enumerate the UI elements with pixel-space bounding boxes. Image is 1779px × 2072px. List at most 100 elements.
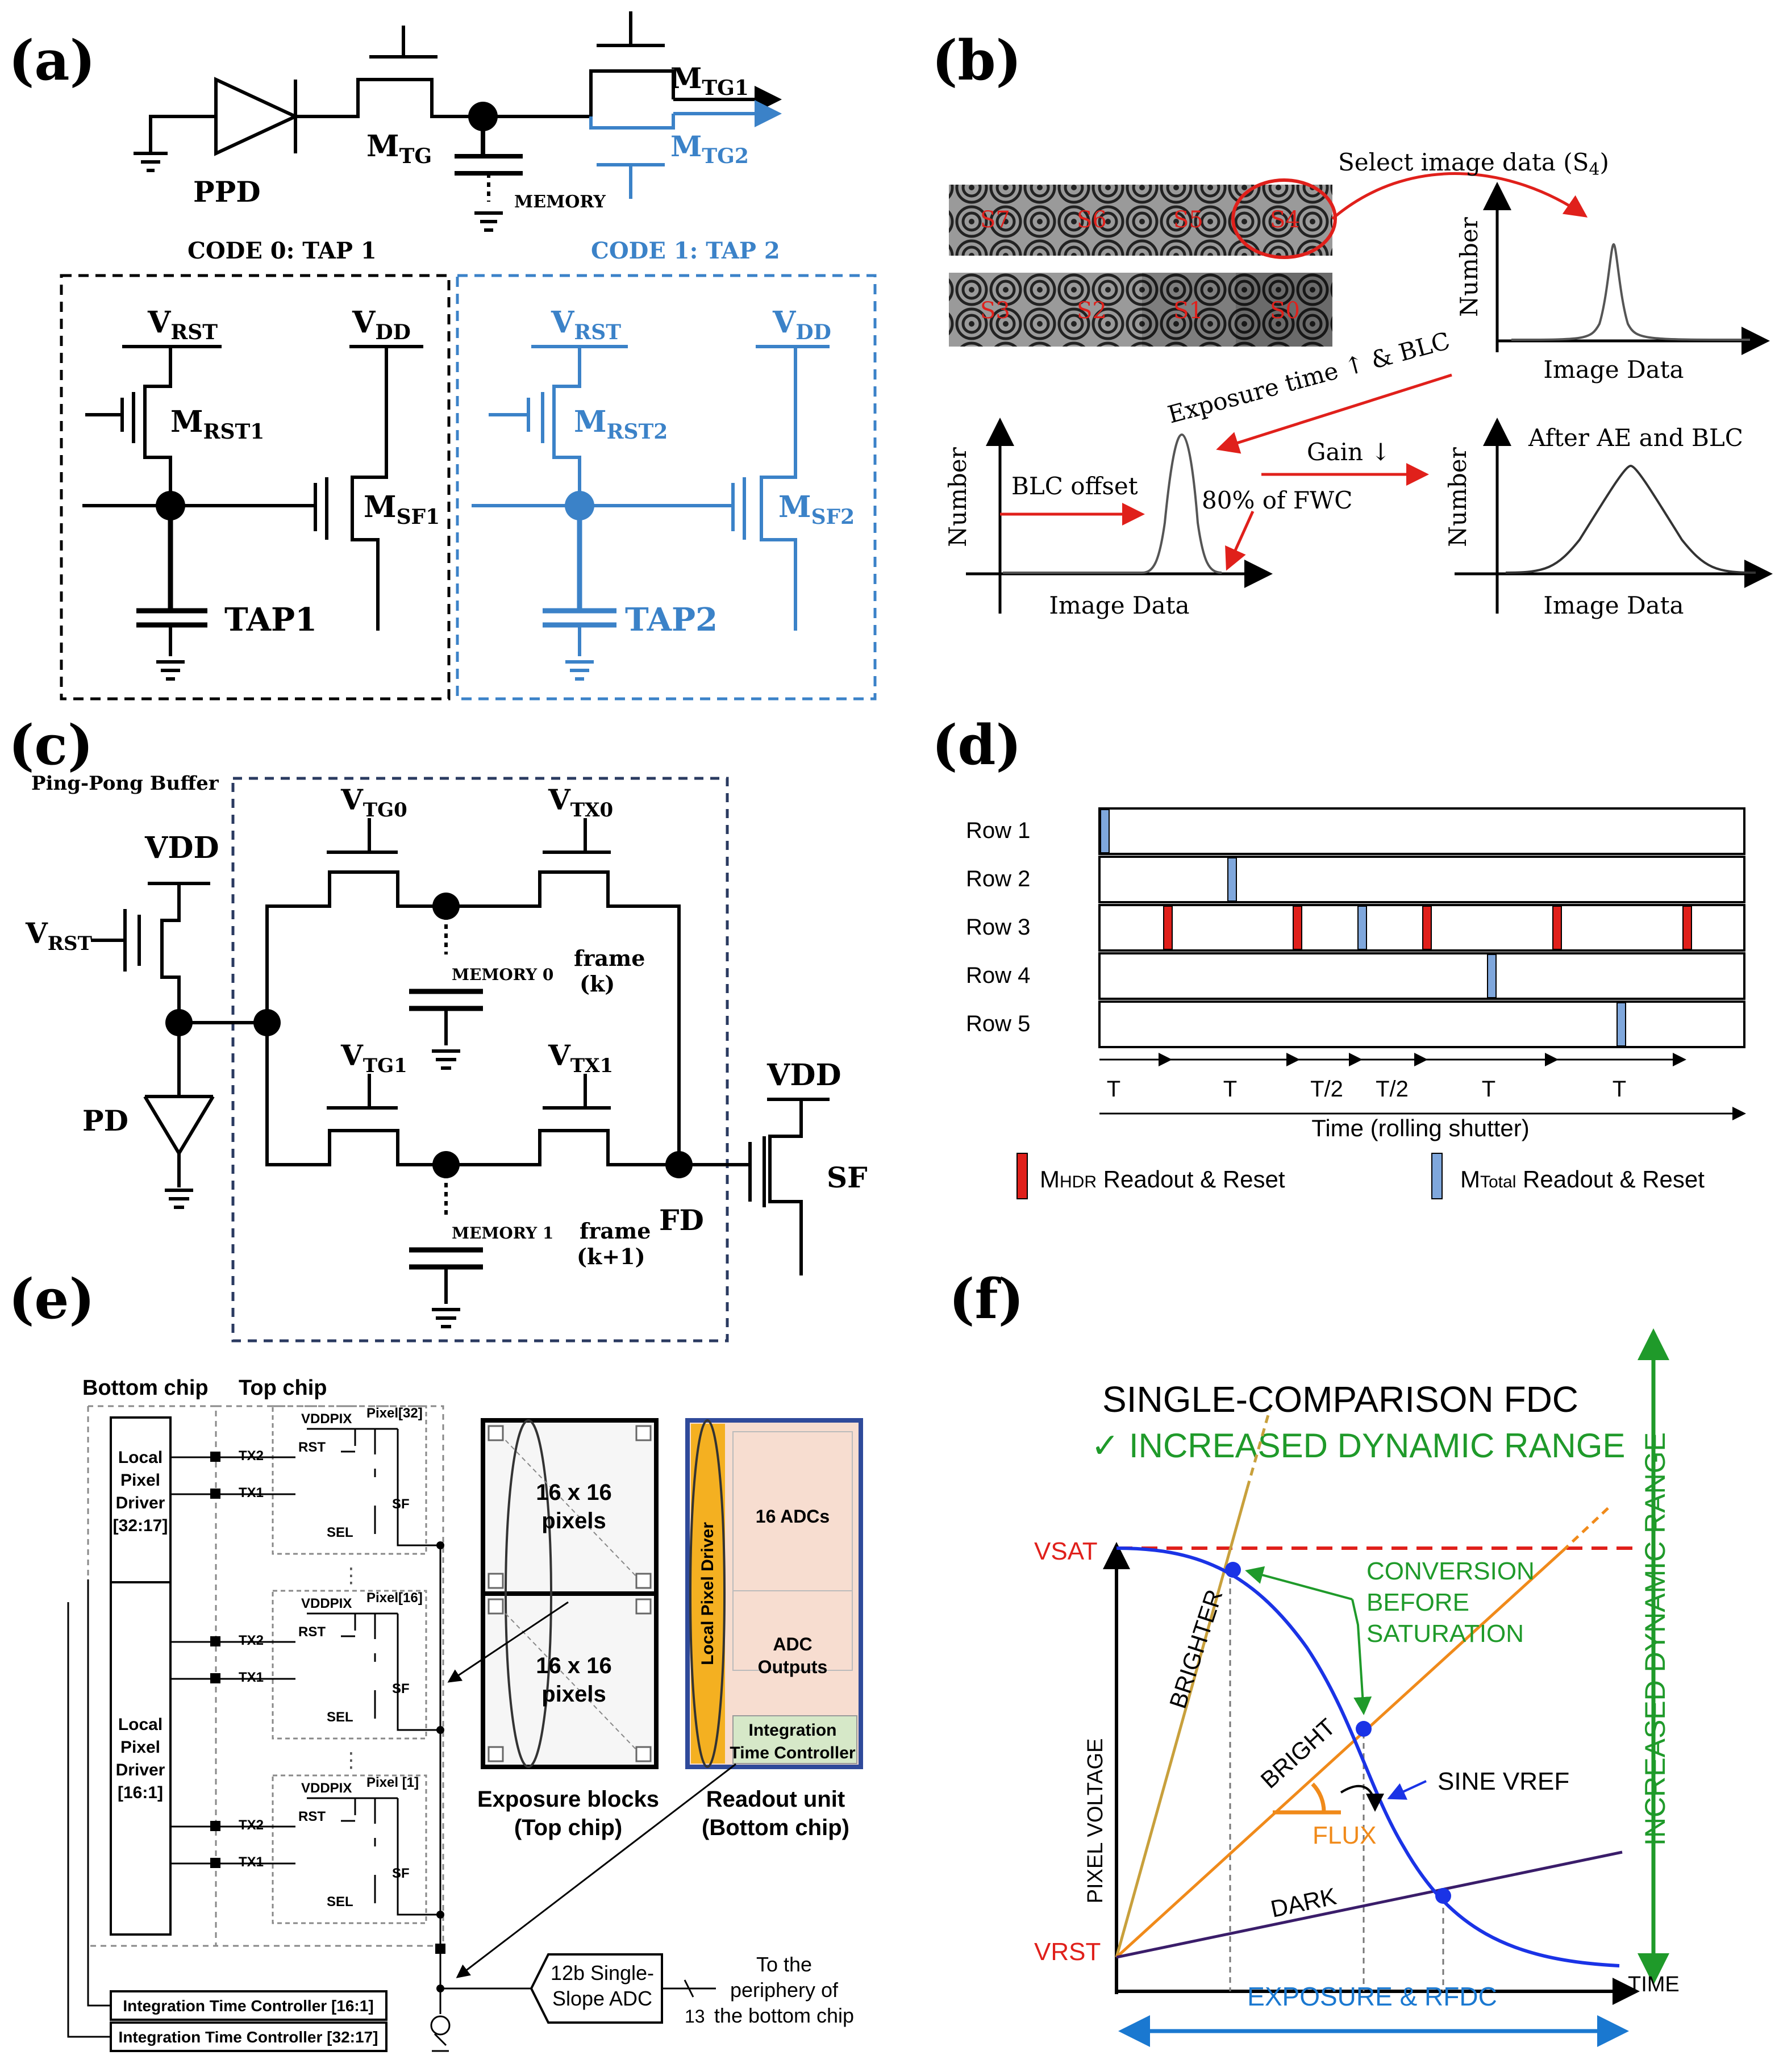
panel-label-c: (c) <box>9 713 93 777</box>
sf-label-e: SF <box>392 1681 410 1696</box>
ellipsis: ⋮ <box>341 1748 361 1771</box>
legend-total-label: MTotal Readout & Reset <box>1460 1166 1705 1193</box>
panel-label-a: (a) <box>9 28 95 93</box>
lpd2-line: Driver <box>116 1761 165 1779</box>
vtx1-label: VTX1 <box>548 1039 613 1077</box>
hdr-marker <box>1552 906 1562 950</box>
sample-s6: S6 <box>1077 207 1107 233</box>
pixel-32-label: Pixel[32] <box>366 1406 423 1421</box>
lpd-16-1 <box>110 1581 172 1936</box>
sf-label-e: SF <box>392 1496 410 1512</box>
sf-label: SF <box>827 1161 868 1194</box>
row-1-bar <box>1098 807 1745 855</box>
row-5-bar <box>1098 1000 1745 1048</box>
adc-out-label: Outputs <box>758 1657 828 1677</box>
fd-label: FD <box>659 1203 704 1237</box>
mtg1-label: MTG1 <box>670 61 749 100</box>
panel-d: (d) Row 1 Row 2 Row 3 Row 4 Row 5 <box>932 713 1746 1199</box>
rst-label: RST <box>298 1440 326 1455</box>
panel-label-e: (e) <box>9 1267 95 1331</box>
code1-label: CODE 1: TAP 2 <box>591 237 780 264</box>
segment-label: T/2 <box>1310 1077 1343 1102</box>
sample-s0: S0 <box>1270 298 1300 324</box>
row-4-bar <box>1098 952 1745 1000</box>
lpd1-line: [32:17] <box>113 1516 168 1535</box>
lpd-vertical-label: Local Pixel Driver <box>698 1522 717 1665</box>
itc-16-1 <box>110 1990 388 2021</box>
conversion-line: CONVERSION <box>1366 1557 1535 1585</box>
itc-box-label: Integration <box>749 1721 837 1740</box>
panel-a: (a) PPD MTG MEMORY MTG1 MTG2 CODE 0: T <box>9 11 877 701</box>
tx2-label: TX2 <box>239 1633 264 1648</box>
row-bars <box>1098 807 1745 1048</box>
vrst2-label: VRST <box>551 305 621 344</box>
frame-k1-sub: (k+1) <box>577 1244 645 1269</box>
c-vdd2-label: VDD <box>766 1058 841 1093</box>
adc-line: 12b Single- <box>551 1961 654 1985</box>
readout-markers <box>1100 809 1692 1047</box>
bright-label: BRIGHT <box>1256 1714 1340 1794</box>
vddpix-label: VDDPIX <box>301 1411 352 1427</box>
memory-label: MEMORY <box>514 192 606 212</box>
code0-label: CODE 0: TAP 1 <box>188 237 377 264</box>
itc2-label: Integration Time Controller [32:17] <box>119 2028 378 2046</box>
sample-s5: S5 <box>1173 207 1203 233</box>
c-vdd-label: VDD <box>144 831 219 865</box>
legend-total-swatch <box>1431 1153 1443 1199</box>
vddpix-label: VDDPIX <box>301 1781 352 1796</box>
tx1-label: TX1 <box>239 1854 264 1870</box>
time-segments: T T T/2 T/2 T T <box>1107 1077 1626 1102</box>
periphery-line: To the <box>756 1953 812 1976</box>
top-chip-label: Top chip <box>239 1376 327 1400</box>
memory0-label: MEMORY 0 <box>452 965 553 984</box>
segment-label: T/2 <box>1376 1077 1409 1102</box>
rst-label: RST <box>298 1624 326 1640</box>
total-marker <box>1616 1002 1626 1047</box>
lpd2-line: [16:1] <box>118 1783 163 1802</box>
tap2-label: TAP2 <box>625 601 718 639</box>
vtg1-label: VTG1 <box>340 1039 407 1077</box>
hdr-marker <box>1163 906 1173 950</box>
readout-caption: (Bottom chip) <box>702 1815 849 1840</box>
row-1-label: Row 1 <box>966 818 1030 843</box>
image-data-label-2: Image Data <box>1049 591 1189 619</box>
frame-k-sub: (k) <box>580 971 615 997</box>
rst-label: RST <box>298 1809 326 1824</box>
lpd2-line: Local <box>118 1715 163 1734</box>
pingpong-label: Ping-Pong Buffer <box>31 772 219 795</box>
hdr-marker <box>1682 906 1692 950</box>
itc-32-17 <box>110 2021 388 2052</box>
time-axis-label: Time (rolling shutter) <box>1311 1115 1530 1141</box>
periphery-line: periphery of <box>730 1978 839 2002</box>
sample-strip-top <box>949 185 1332 256</box>
row-2-bar <box>1098 856 1745 903</box>
panel-label-b: (b) <box>932 28 1022 93</box>
adc-line: Slope ADC <box>552 1987 652 2010</box>
row-2-label: Row 2 <box>966 866 1030 891</box>
readout-caption: Readout unit <box>706 1787 845 1812</box>
number-label-3: Number <box>1444 447 1472 547</box>
vtg0-label: VTG0 <box>340 783 407 822</box>
vrst-label: VRST <box>1034 1938 1101 1966</box>
hdr-marker <box>1422 906 1432 950</box>
row-5-label: Row 5 <box>966 1011 1030 1036</box>
tap1-label: TAP1 <box>224 601 317 639</box>
itc-box-label: Time Controller <box>730 1744 855 1762</box>
sample-labels: S7 S6 S5 S4 S3 S2 S1 S0 <box>980 207 1300 324</box>
vddpix-label: VDDPIX <box>301 1596 352 1611</box>
adc-out-label: ADC <box>773 1634 812 1654</box>
panel-label-d: (d) <box>932 713 1022 777</box>
panel-label-f: (f) <box>949 1267 1024 1331</box>
pixel-16-label: Pixel[16] <box>366 1590 423 1606</box>
exposure-blocks-caption: (Top chip) <box>514 1815 622 1840</box>
pixel-1-label: Pixel [1] <box>366 1775 419 1790</box>
frame-k1-label: frame <box>580 1218 651 1244</box>
total-marker <box>1357 906 1367 950</box>
block-label: 16 x 16 <box>536 1480 611 1505</box>
msf1-label: MSF1 <box>364 490 440 529</box>
exposure-rfdc-label: EXPOSURE & RFDC <box>1247 1982 1497 2011</box>
pingpong-box <box>231 777 729 1343</box>
sample-s4: S4 <box>1270 207 1300 233</box>
sine-vref-label: SINE VREF <box>1438 1767 1569 1795</box>
